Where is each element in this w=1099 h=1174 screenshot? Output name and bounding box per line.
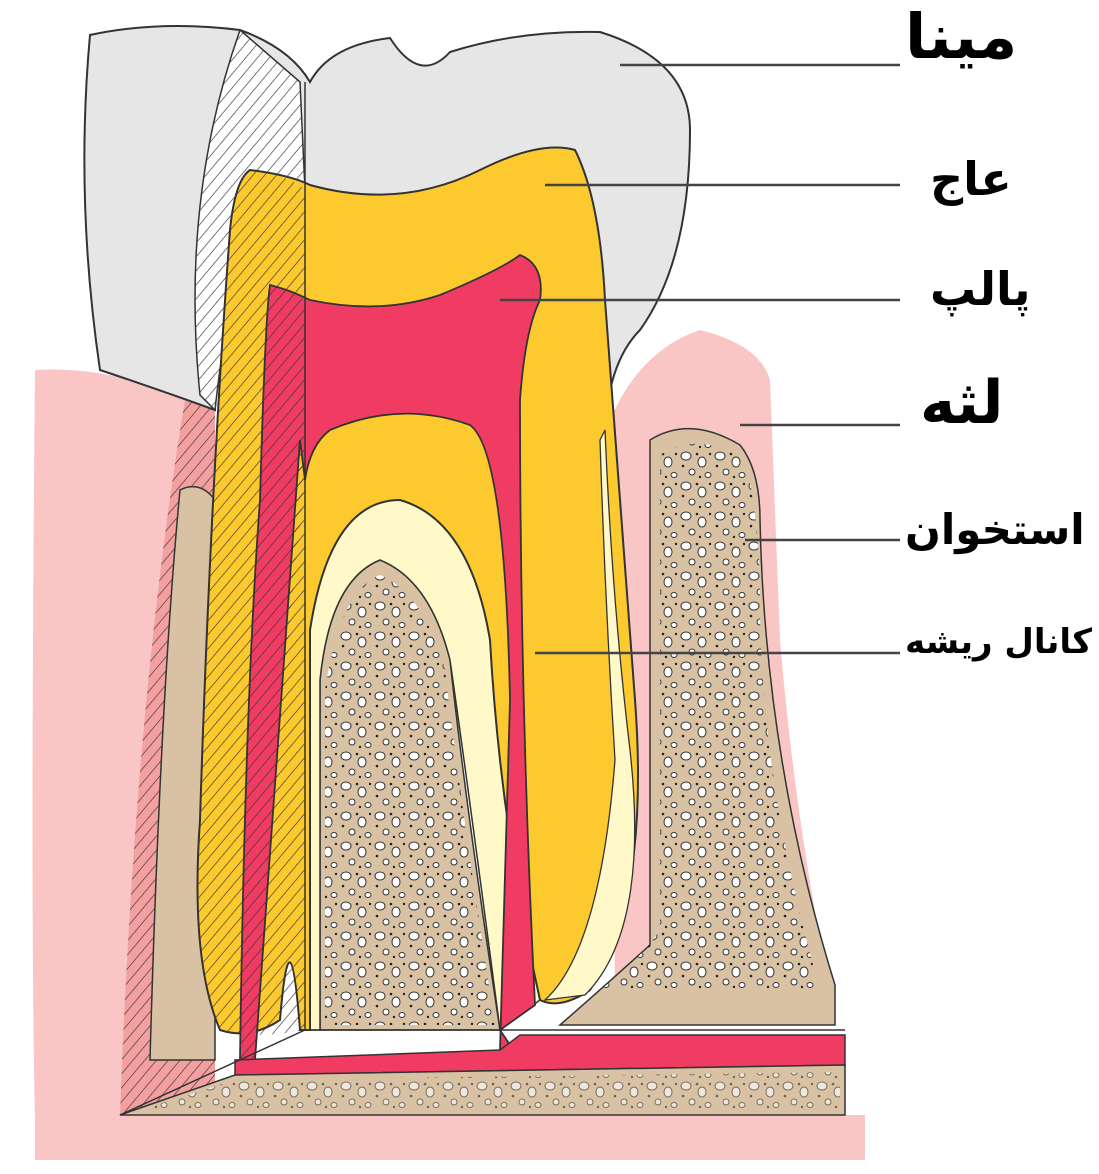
gum-base bbox=[35, 1115, 865, 1160]
label-gum: لثه bbox=[920, 368, 1003, 438]
label-bone: استخوان bbox=[905, 505, 1085, 554]
label-enamel: مینا bbox=[905, 0, 1017, 73]
label-dentin: عاج bbox=[930, 152, 1012, 206]
label-pulp: پالپ bbox=[930, 262, 1031, 316]
label-root-canal: کانال ریشه bbox=[905, 622, 1092, 662]
